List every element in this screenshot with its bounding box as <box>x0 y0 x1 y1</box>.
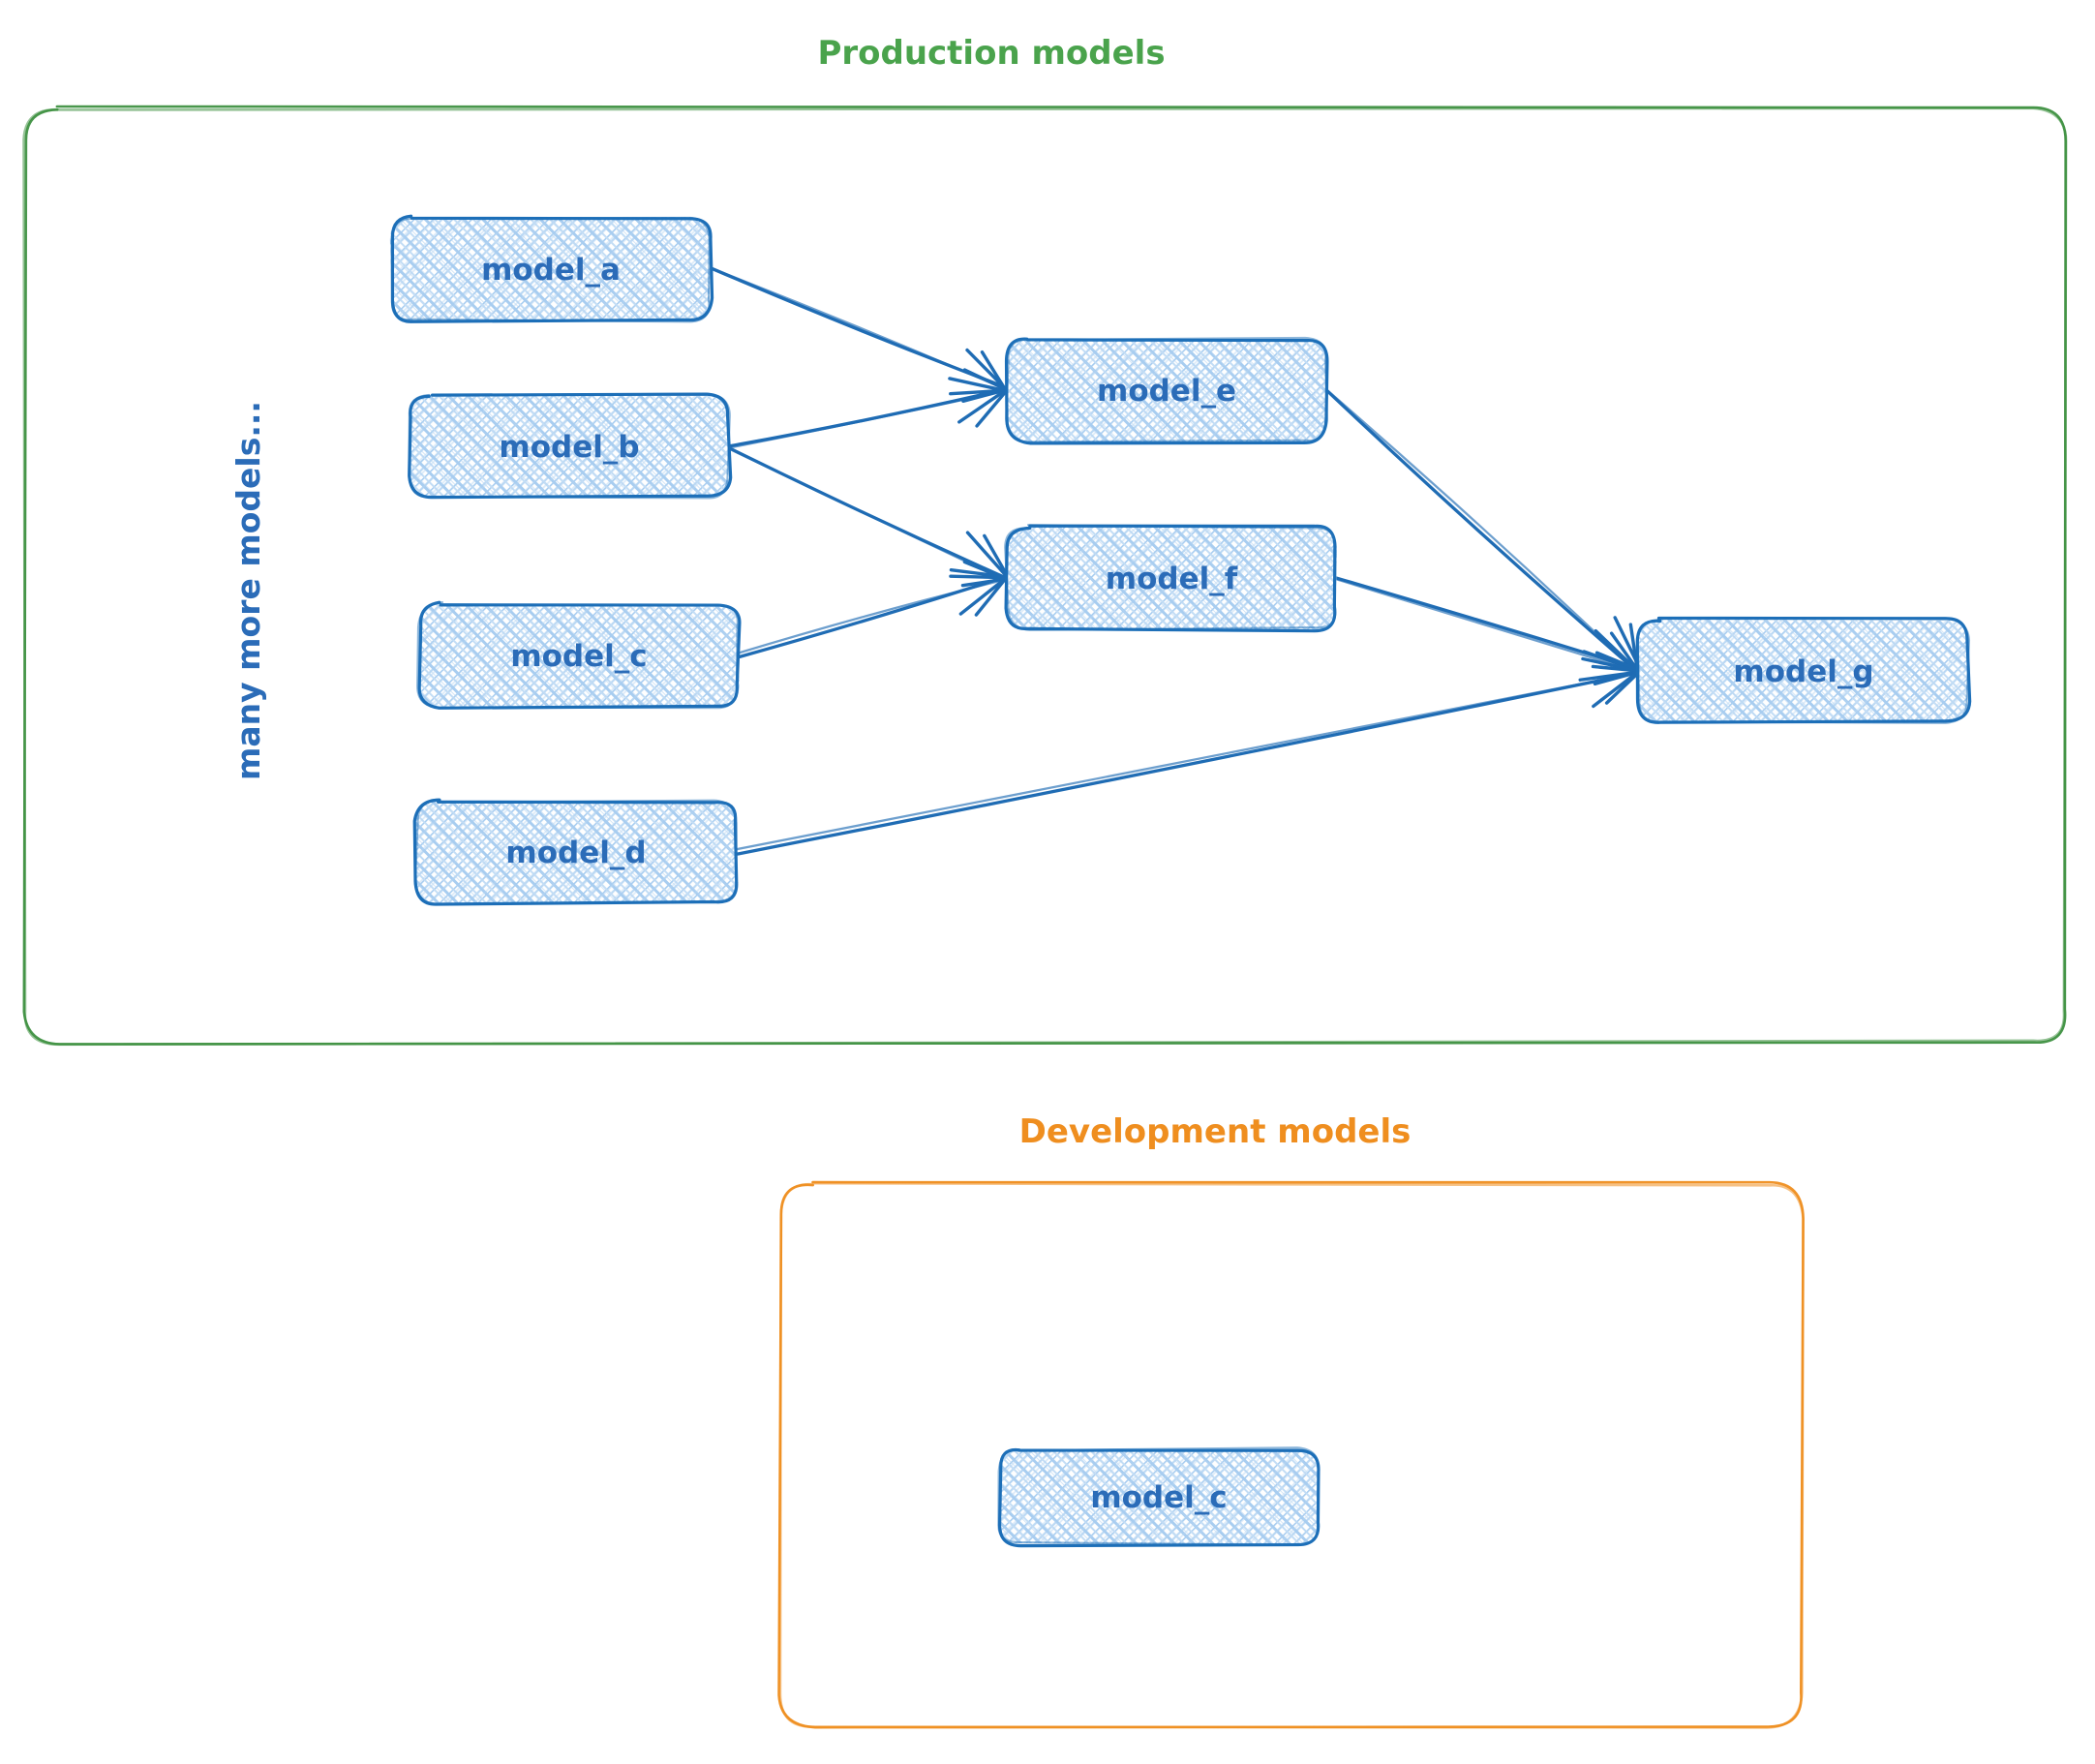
production-container[interactable] <box>22 105 2068 1047</box>
node-fill-overlay <box>999 1448 1320 1545</box>
node-fill-overlay <box>1006 525 1337 631</box>
node-fill-overlay <box>418 602 740 708</box>
production-title: Production models <box>817 34 1165 73</box>
node-border <box>390 216 711 323</box>
edge-model-c-to-model-f <box>736 560 1009 659</box>
node-fill-overlay <box>1638 618 1969 723</box>
many-more-models-note: many more models... <box>229 401 267 780</box>
node-model-g[interactable]: model_g <box>1635 616 1972 724</box>
node-border <box>997 1446 1320 1546</box>
node-model-c-dev[interactable]: model_c <box>997 1446 1321 1548</box>
node-label: model_c <box>510 639 647 674</box>
node-model-a[interactable]: model_a <box>389 214 714 323</box>
node-label: model_b <box>499 430 639 465</box>
node-border <box>1636 617 1971 724</box>
node-model-c[interactable]: model_c <box>416 600 742 710</box>
node-fill-overlay <box>415 800 738 903</box>
node-group: model_a model_b model_c model_d model_emodel… <box>389 214 1972 1548</box>
node-border <box>408 392 731 500</box>
node-model-e[interactable]: model_e <box>1004 336 1329 445</box>
node-border <box>416 600 739 710</box>
edge-model-b-to-model-f <box>726 445 1010 588</box>
node-model-f[interactable]: model_f <box>1004 524 1337 633</box>
node-fill-overlay <box>409 394 729 499</box>
node-model-b[interactable]: model_b <box>408 392 733 500</box>
development-container[interactable] <box>777 1180 1805 1729</box>
development-title: Development models <box>1019 1112 1412 1151</box>
edge-group <box>710 266 1643 856</box>
edge-model-d-to-model-g <box>733 651 1642 856</box>
node-border <box>1005 336 1328 443</box>
node-border <box>1004 524 1337 631</box>
node-label: model_d <box>505 836 646 870</box>
node-model-d[interactable]: model_d <box>412 798 739 906</box>
node-label: model_g <box>1733 654 1873 689</box>
node-border <box>413 798 738 906</box>
node-label: model_c <box>1090 1480 1227 1515</box>
edge-model-e-to-model-g <box>1323 387 1643 674</box>
node-fill-overlay <box>1006 338 1327 442</box>
container-group <box>22 105 2068 1729</box>
node-label: model_e <box>1097 374 1236 409</box>
node-label: model_f <box>1106 562 1238 596</box>
edge-model-b-to-model-e <box>728 368 1009 449</box>
node-fill-overlay <box>389 217 712 321</box>
node-label: model_a <box>481 253 621 288</box>
